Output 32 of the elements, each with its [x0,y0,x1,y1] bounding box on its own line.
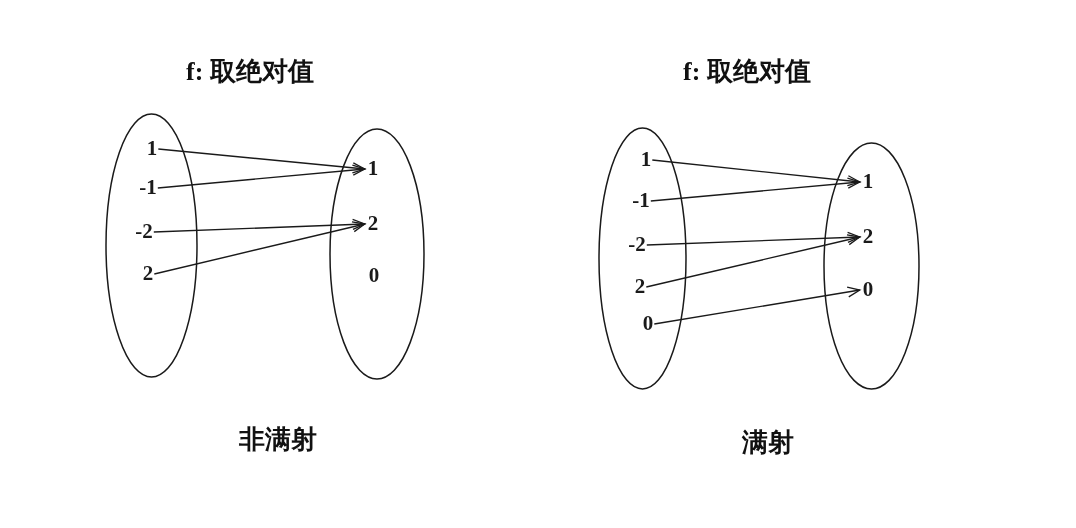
panel-title: f: 取绝对值 [683,57,811,87]
number-label: 2 [634,275,646,297]
number-label: 2 [367,212,379,234]
number-label: 0 [368,264,380,286]
arrow [157,164,366,189]
number-label: 0 [862,278,874,300]
number-label: -2 [628,233,646,255]
arrow [646,231,861,246]
panel-caption: 满射 [742,428,794,458]
arrow [645,234,861,288]
number-label: -2 [135,220,153,242]
arrow [157,148,366,174]
arrow [153,218,366,233]
number-label: 1 [640,148,652,170]
arrow [653,286,861,325]
panel-caption: 非满射 [239,425,317,455]
number-label: -1 [632,189,650,211]
number-label: -1 [139,176,157,198]
arrow [651,159,861,187]
arrow [153,221,366,275]
set-ellipse [823,142,920,390]
number-label: 2 [862,225,874,247]
panel-title: f: 取绝对值 [186,57,314,87]
set-ellipse [105,113,198,378]
number-label: 1 [862,170,874,192]
number-label: 1 [146,137,158,159]
set-ellipse [329,128,425,380]
number-label: 1 [367,157,379,179]
arrow [650,177,861,202]
number-label: 0 [642,312,654,334]
set-ellipse [598,127,687,390]
number-label: 2 [142,262,154,284]
